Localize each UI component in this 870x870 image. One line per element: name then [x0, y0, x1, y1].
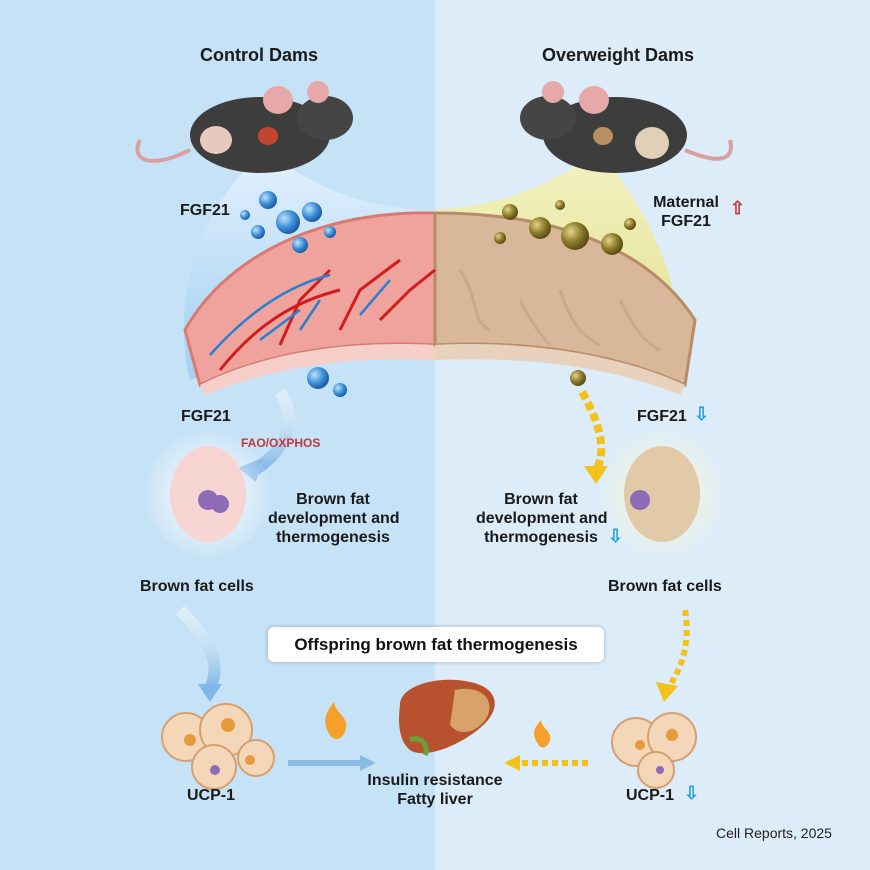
embryo-icon — [600, 432, 724, 556]
decrease-arrow-icon: ⇩ — [694, 404, 710, 424]
embryo-icon — [146, 432, 270, 556]
label-bf-dev-right-2: development and — [476, 510, 608, 527]
decrease-arrow-icon: ⇩ — [684, 783, 700, 803]
flame-icon — [534, 720, 551, 748]
label-fao-oxphos: FAO/OXPHOS — [241, 436, 321, 450]
label-bf-dev-left-3: thermogenesis — [276, 529, 390, 546]
mouse-icon — [520, 81, 733, 173]
fat-cells-icon — [611, 712, 697, 789]
label-bf-dev-right-3: thermogenesis — [484, 529, 598, 546]
liver-icon — [399, 679, 495, 757]
fgf21-particles-left — [240, 191, 347, 397]
arrow-cells-left — [175, 605, 221, 691]
increase-arrow-icon: ⇧ — [730, 198, 746, 218]
arrow-cells-right — [665, 609, 690, 690]
label-bf-dev-left-1: Brown fat — [296, 491, 370, 508]
fat-cells-icon — [161, 703, 275, 790]
label-insulin-resistance: Insulin resistance — [367, 772, 503, 789]
label-brown-fat-cells-left: Brown fat cells — [140, 578, 254, 595]
label-ucp1-right: UCP-1 — [626, 787, 675, 804]
decrease-arrow-icon: ⇩ — [608, 526, 624, 546]
label-fatty-liver: Fatty liver — [397, 791, 473, 808]
label-maternal: Maternal — [653, 194, 719, 211]
fgf21-particles-right — [494, 200, 636, 386]
placenta-icon — [183, 211, 697, 395]
header-control-dams: Control Dams — [200, 45, 319, 65]
label-brown-fat-cells-right: Brown fat cells — [608, 578, 722, 595]
label-maternal-fgf21: FGF21 — [661, 213, 711, 230]
arrow-placenta-to-embryo-left — [251, 388, 295, 475]
mouse-icon — [135, 81, 353, 173]
label-bf-dev-left-2: development and — [268, 510, 400, 527]
label-ucp1-left: UCP-1 — [187, 787, 236, 804]
arrow-placenta-to-embryo-right — [578, 390, 606, 473]
label-fgf21-maternal-left: FGF21 — [180, 202, 230, 219]
offspring-thermogenesis-box: Offspring brown fat thermogenesis — [268, 627, 604, 662]
label-fgf21-offspring-right: FGF21 — [637, 408, 687, 425]
citation-credit: Cell Reports, 2025 — [716, 825, 832, 841]
label-bf-dev-right-1: Brown fat — [504, 491, 578, 508]
header-overweight-dams: Overweight Dams — [542, 45, 695, 65]
label-fgf21-offspring-left: FGF21 — [181, 408, 231, 425]
flame-icon — [325, 702, 347, 740]
